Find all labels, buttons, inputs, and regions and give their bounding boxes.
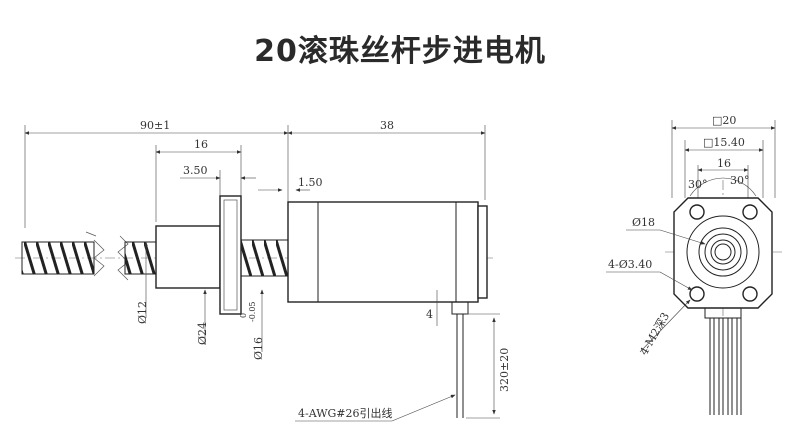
dim-nut-tol-lower: -0.05 [248, 301, 257, 322]
dim-tail: 4 [426, 308, 433, 321]
dim-flange-diameter: Ø24 [196, 322, 209, 345]
end-view: □20 □15.40 16 30° 30° Ø18 4-Ø3.4 [606, 114, 782, 415]
nut-flange [219, 195, 242, 315]
page-title: 20滚珠丝杆步进电机 [254, 34, 546, 69]
motor-end-face [673, 197, 773, 309]
dim-nut-tol-upper: 0 [239, 313, 248, 318]
motor-body [287, 201, 479, 303]
dim-nut-diameter: Ø16 [252, 337, 265, 360]
lead-wire-label: 4-AWG#26引出线 [298, 406, 393, 420]
dim-shaft-step: 1.50 [298, 176, 323, 189]
lead-screw-right [124, 241, 159, 275]
dim-motor-length: 38 [380, 119, 394, 132]
dim-boss-diameter: Ø18 [632, 216, 655, 229]
mount-hole-top-right [742, 204, 758, 220]
dim-hole-square: □15.40 [703, 136, 745, 149]
mount-hole-top-left [689, 204, 705, 220]
dim-hole-spacing: 16 [717, 157, 731, 170]
ball-nut [155, 225, 221, 289]
dim-square: □20 [712, 114, 736, 127]
dim-total-length: 90±1 [140, 119, 170, 132]
dim-nut-length: 16 [194, 138, 208, 151]
dim-lead-length: 320±20 [498, 348, 511, 392]
dim-flange-thickness: 3.50 [183, 164, 208, 177]
angle-left: 30° [688, 178, 708, 191]
lead-screw-left [21, 231, 105, 277]
dim-screw-diameter: Ø12 [136, 301, 149, 324]
dim-thread: 4-M2深3 [637, 310, 672, 357]
lead-wires [709, 318, 742, 415]
mount-hole-bottom-left [689, 286, 705, 302]
dim-holes: 4-Ø3.40 [608, 258, 652, 271]
side-view: 90±1 38 16 3.50 1.50 [15, 119, 511, 422]
angle-right: 30° [730, 174, 750, 187]
mount-hole-bottom-right [742, 286, 758, 302]
